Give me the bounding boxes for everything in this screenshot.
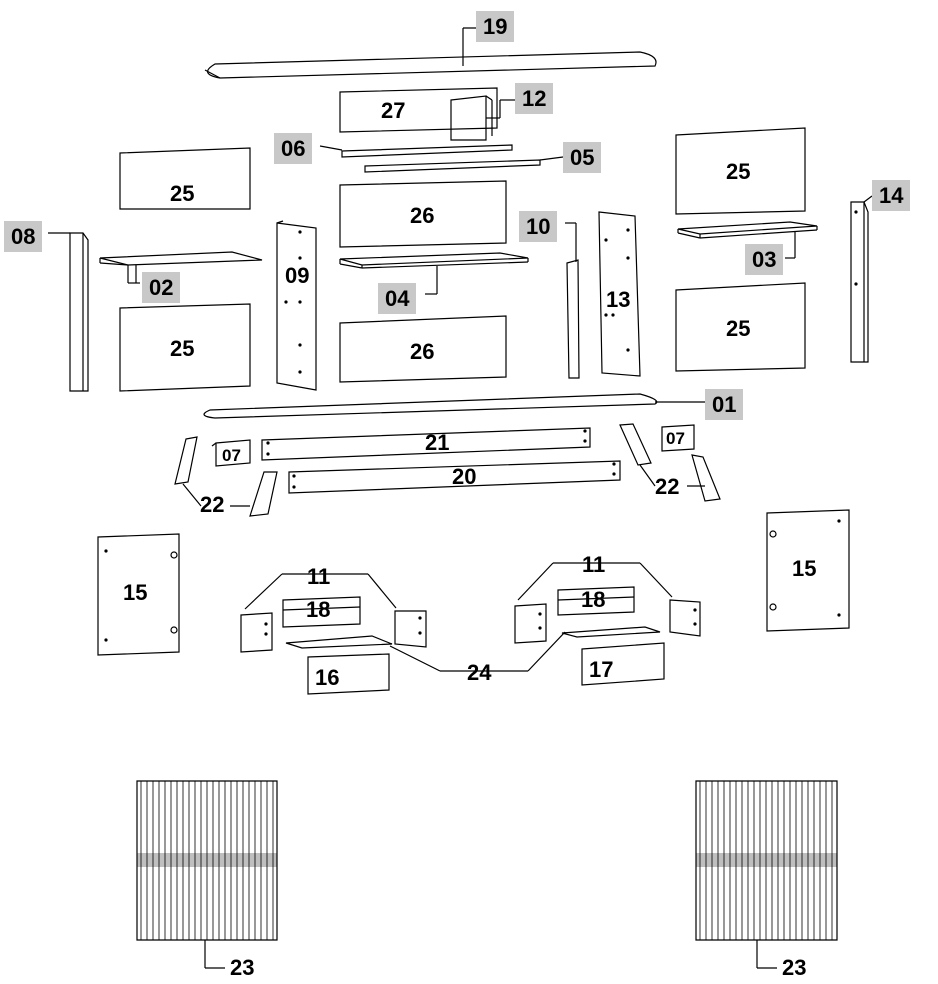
label-25-lower-right: 25 bbox=[726, 316, 751, 341]
label-12: 12 bbox=[515, 83, 554, 114]
label-13: 13 bbox=[606, 287, 631, 312]
part-05-rail bbox=[364, 156, 564, 173]
label-15-left: 15 bbox=[123, 580, 148, 605]
part-09-divider bbox=[276, 220, 317, 391]
label-05: 05 bbox=[563, 142, 602, 173]
part-25-panel-lower-right bbox=[675, 282, 806, 372]
label-22-left: 22 bbox=[200, 492, 225, 517]
label-10: 10 bbox=[519, 211, 558, 242]
part-02-shelf bbox=[99, 251, 263, 284]
part-22-leg-left bbox=[174, 436, 278, 517]
label-14: 14 bbox=[872, 180, 911, 211]
label-11-right: 11 bbox=[582, 552, 606, 577]
part-25-panel-upper-right bbox=[675, 127, 806, 215]
label-21: 21 bbox=[425, 430, 450, 455]
label-26-upper: 26 bbox=[410, 203, 435, 228]
label-22-right: 22 bbox=[655, 474, 680, 499]
label-25-upper-left: 25 bbox=[170, 181, 195, 206]
label-18-right: 18 bbox=[581, 587, 606, 612]
label-25-upper-right: 25 bbox=[726, 159, 751, 184]
label-19: 19 bbox=[476, 11, 515, 42]
part-15-door-left bbox=[97, 533, 180, 656]
part-19-top-board bbox=[204, 27, 657, 79]
label-02: 02 bbox=[142, 272, 181, 303]
part-07-block-right bbox=[661, 424, 695, 452]
part-12-bracket bbox=[450, 95, 515, 141]
part-23-fluted-panel-left bbox=[136, 780, 278, 969]
part-25-panel-upper-left bbox=[119, 147, 251, 210]
label-07-left: 07 bbox=[222, 446, 241, 465]
label-03: 03 bbox=[745, 244, 784, 275]
part-21-rail bbox=[261, 427, 591, 461]
part-01-bottom-board bbox=[203, 393, 705, 419]
label-24: 24 bbox=[467, 660, 492, 685]
label-16: 16 bbox=[315, 665, 340, 690]
part-26-panel-lower bbox=[339, 315, 507, 383]
part-26-panel-upper bbox=[339, 180, 507, 248]
part-27-panel bbox=[339, 87, 498, 133]
label-08: 08 bbox=[4, 221, 43, 252]
label-25-lower-left: 25 bbox=[170, 336, 195, 361]
label-18-left: 18 bbox=[306, 597, 331, 622]
label-11-left: 11 bbox=[307, 564, 331, 589]
label-09: 09 bbox=[285, 263, 310, 288]
part-04-shelf bbox=[339, 252, 529, 295]
drawer-left-assembly bbox=[240, 573, 528, 695]
label-23-right: 23 bbox=[782, 955, 807, 980]
part-22-leg-right bbox=[619, 423, 721, 502]
part-15-door-right bbox=[766, 509, 850, 632]
part-23-fluted-panel-right bbox=[695, 780, 838, 969]
part-03-shelf bbox=[677, 221, 818, 259]
part-20-rail bbox=[288, 460, 621, 494]
part-14-side-panel bbox=[850, 195, 873, 363]
label-15-right: 15 bbox=[792, 556, 817, 581]
part-06-rail bbox=[319, 144, 513, 158]
drawer-right-assembly bbox=[514, 562, 701, 686]
part-10-post bbox=[565, 222, 580, 379]
label-20: 20 bbox=[452, 464, 477, 489]
label-07-right: 07 bbox=[666, 429, 685, 448]
label-01: 01 bbox=[705, 389, 744, 420]
label-17: 17 bbox=[589, 657, 614, 682]
label-06: 06 bbox=[274, 133, 313, 164]
label-27: 27 bbox=[381, 98, 406, 123]
part-25-panel-lower-left bbox=[119, 303, 251, 392]
label-04: 04 bbox=[378, 283, 417, 314]
label-26-lower: 26 bbox=[410, 339, 435, 364]
part-13-divider bbox=[598, 211, 641, 377]
label-23-left: 23 bbox=[230, 955, 255, 980]
part-08-side-panel bbox=[48, 232, 89, 392]
part-07-block-left bbox=[211, 439, 251, 467]
